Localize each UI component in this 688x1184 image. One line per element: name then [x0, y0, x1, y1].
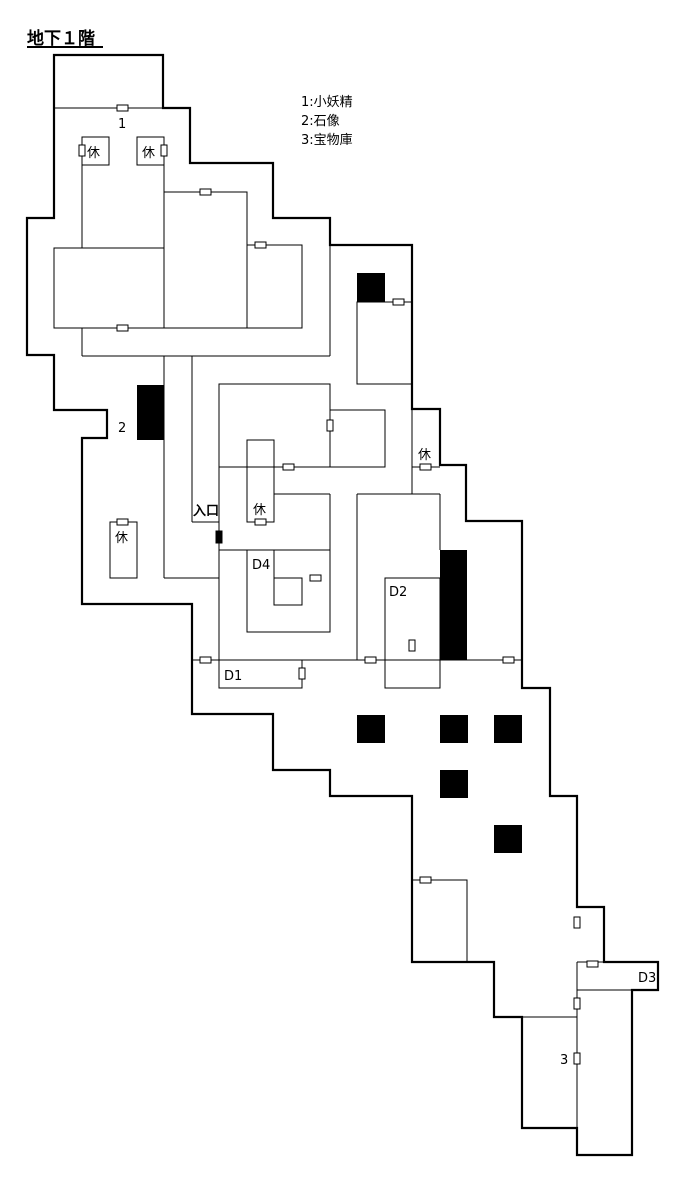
pillar-block: [440, 715, 468, 743]
floor-title: 地下１階: [27, 28, 95, 49]
legend: 1:小妖精 2:石像 3:宝物庫: [301, 95, 353, 148]
door-icon: [502, 656, 515, 664]
door-icon: [282, 463, 295, 471]
door-icon: [160, 144, 168, 157]
pillar-block: [494, 715, 522, 743]
door-icon: [326, 419, 334, 432]
door-label-d2: D2: [389, 585, 407, 600]
legend-item-1: 1:小妖精: [301, 95, 353, 110]
entrance-door-icon: [215, 530, 223, 544]
rest-label: 休: [142, 146, 155, 161]
rest-label: 休: [115, 531, 128, 546]
door-icon: [116, 104, 129, 112]
door-icon: [254, 518, 267, 526]
rest-label: 休: [253, 503, 266, 518]
door-icon: [116, 324, 129, 332]
door-icon: [392, 298, 405, 306]
pillar-block: [357, 273, 385, 302]
door-icon: [309, 574, 322, 582]
statue-block: [137, 385, 164, 440]
marker-3: 3: [560, 1053, 568, 1068]
pillar-block: [440, 550, 467, 660]
rest-label: 休: [87, 146, 100, 161]
pillar-block: [494, 825, 522, 853]
door-icon: [573, 997, 581, 1010]
door-icon: [364, 656, 377, 664]
door-label-d1: D1: [224, 669, 242, 684]
legend-item-2: 2:石像: [301, 114, 340, 129]
door-label-d4: D4: [252, 558, 270, 573]
door-icon: [408, 639, 416, 652]
door-icon: [116, 518, 129, 526]
rest-label: 休: [418, 448, 431, 463]
door-icon: [199, 188, 212, 196]
doors: [78, 104, 599, 1065]
door-icon: [199, 656, 212, 664]
door-icon: [419, 463, 432, 471]
outer-wall: [25, 53, 660, 1157]
solid-blocks: [137, 273, 522, 853]
door-icon: [78, 144, 86, 157]
door-icon: [573, 1052, 581, 1065]
interior-walls: [53, 107, 632, 1128]
entrance-label: 入口: [193, 504, 219, 519]
door-icon: [419, 876, 432, 884]
door-icon: [254, 241, 267, 249]
pillar-block: [440, 770, 468, 798]
map-labels: 1 2 3 休 休 休 休 休 入口 D1 D2 D3 D4: [87, 117, 656, 1068]
legend-item-3: 3:宝物庫: [301, 133, 353, 148]
pillar-block: [357, 715, 385, 743]
marker-2: 2: [118, 421, 126, 436]
door-icon: [298, 667, 306, 680]
door-label-d3: D3: [638, 971, 656, 986]
door-icon: [573, 916, 581, 929]
door-icon: [586, 960, 599, 968]
marker-1: 1: [118, 117, 126, 132]
